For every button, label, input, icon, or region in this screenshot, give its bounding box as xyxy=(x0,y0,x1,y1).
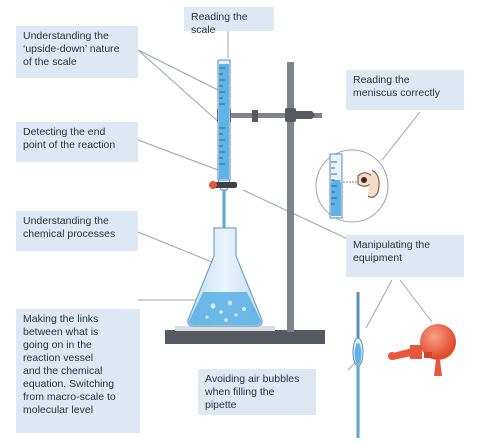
clamp-arm xyxy=(226,113,322,118)
pipette-filler-icon xyxy=(388,324,456,376)
leader-lines xyxy=(137,30,433,371)
label-end-point: Detecting the end point of the reaction xyxy=(16,122,138,162)
stand-rod xyxy=(287,62,294,332)
stopcock xyxy=(211,182,237,188)
clamp-boss xyxy=(285,108,296,122)
label-air-bubbles: Avoiding air bubbles when filling the pi… xyxy=(198,369,316,415)
burette-liquid xyxy=(219,64,229,179)
label-making-links: Making the links between what is going o… xyxy=(16,309,140,433)
pipette xyxy=(352,292,364,438)
label-chemical-processes: Understanding the chemical processes xyxy=(16,211,138,251)
label-upside-down-scale: Understanding the ‘upside-down’ nature o… xyxy=(16,26,138,78)
label-equipment: Manipulating the equipment xyxy=(346,235,464,277)
label-meniscus: Reading the meniscus correctly xyxy=(346,70,464,110)
label-reading-scale: Reading the scale xyxy=(184,7,274,36)
conical-flask xyxy=(187,227,263,327)
stand-base xyxy=(165,330,325,344)
meniscus-closeup xyxy=(315,149,389,223)
eye-icon xyxy=(357,169,380,198)
burette xyxy=(209,59,237,236)
